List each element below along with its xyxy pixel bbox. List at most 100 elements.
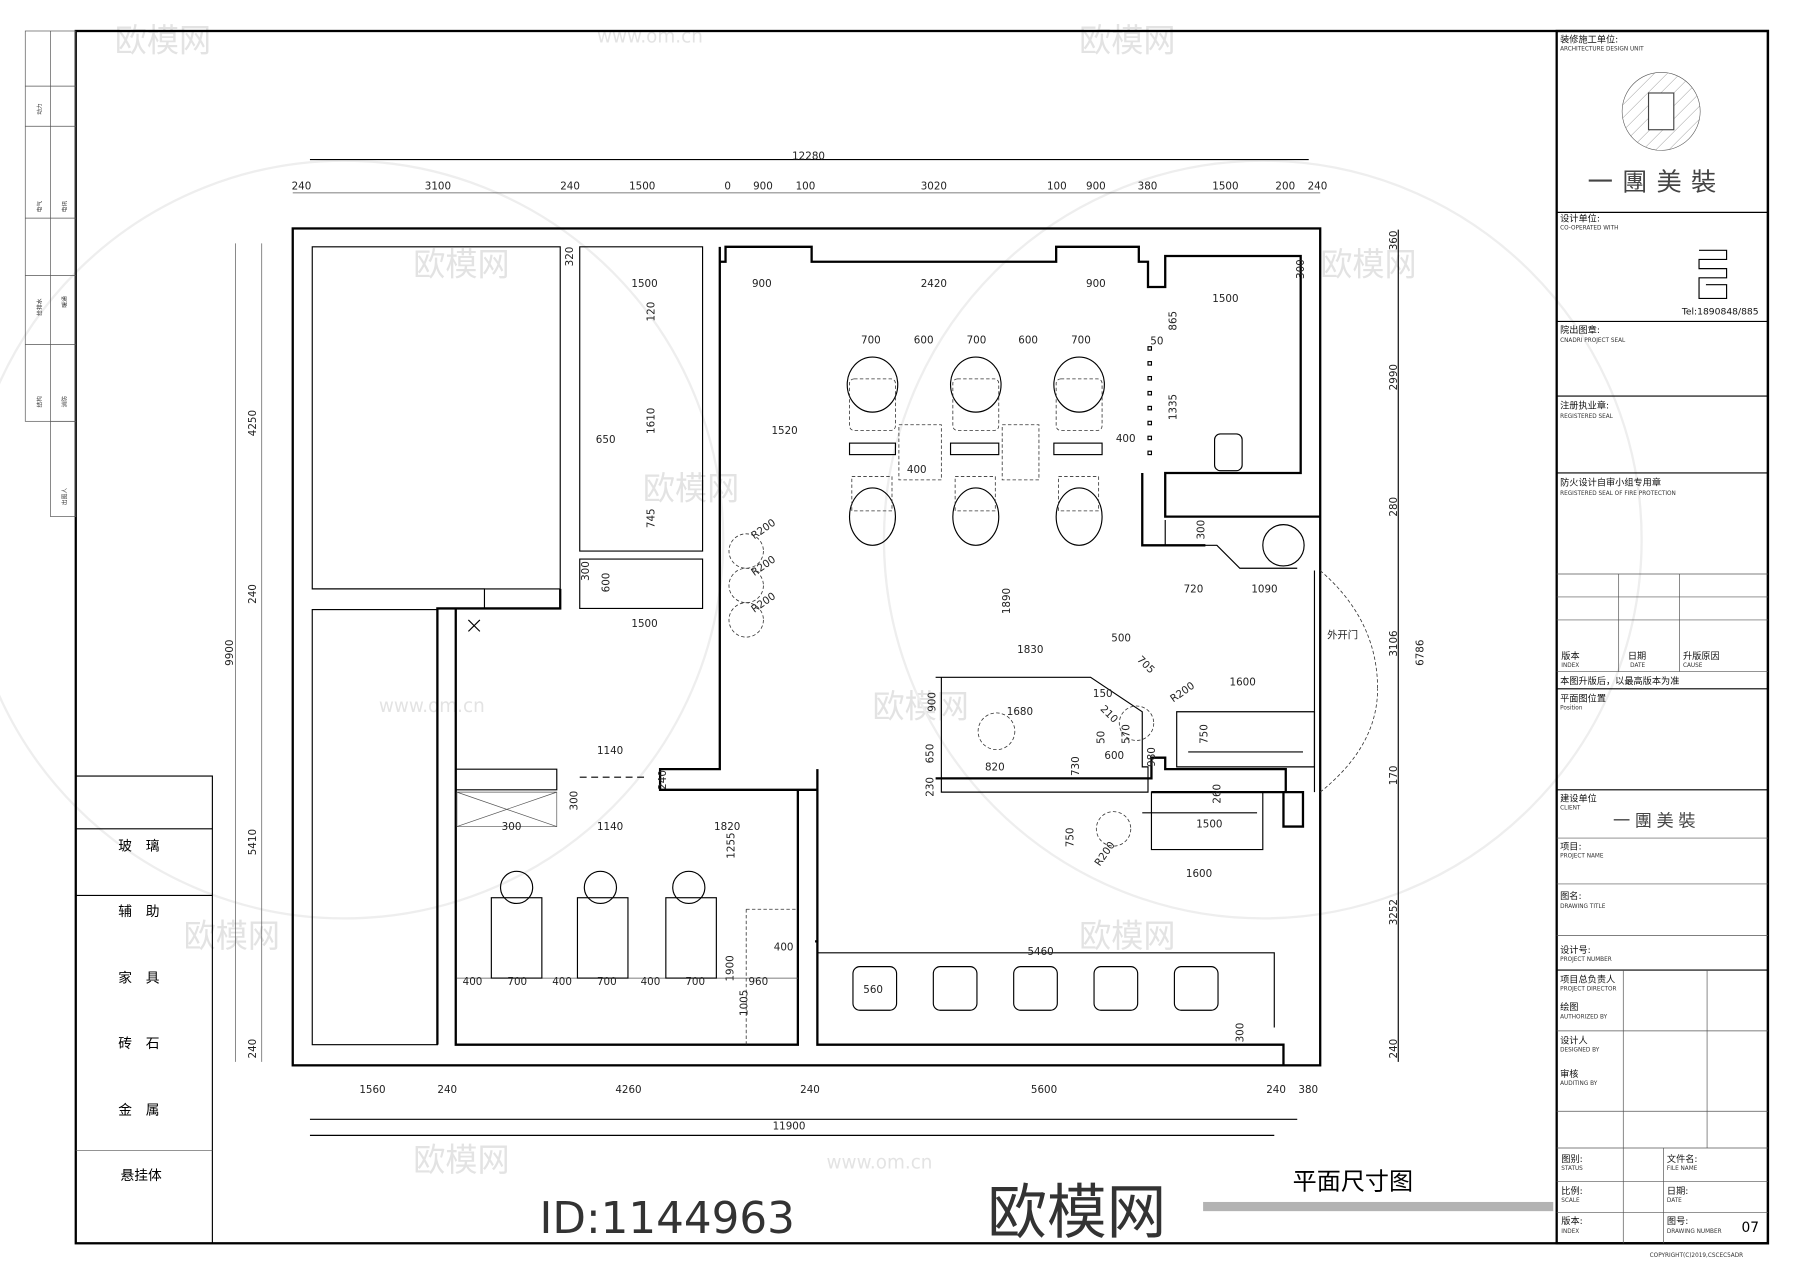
dim-label: 240 bbox=[800, 1084, 820, 1096]
watermark-large-brand: 欧模网 bbox=[987, 1179, 1166, 1248]
tb-project-no-en: PROJECT NUMBER bbox=[1560, 957, 1612, 963]
strip-label: 电气 bbox=[35, 201, 43, 213]
dim-label: 0 bbox=[724, 180, 731, 192]
legend-masonry: 砖 石 bbox=[118, 1036, 159, 1052]
dim-label: 200 bbox=[1275, 180, 1295, 192]
legend-suspended: 悬挂体 bbox=[121, 1168, 163, 1184]
watermark-brand: 欧模网 bbox=[872, 688, 968, 726]
dim-label: 320 bbox=[564, 247, 576, 267]
dim-label: 650 bbox=[924, 744, 936, 764]
dim-label: 700 bbox=[1071, 334, 1091, 346]
tb-file: 文件名: bbox=[1667, 1153, 1698, 1165]
dim-label: 3020 bbox=[921, 180, 947, 192]
dim-label: 1610 bbox=[645, 408, 657, 434]
legend-glass: 玻 璃 bbox=[118, 838, 160, 855]
company-logo-text: 一團美裝 bbox=[1588, 168, 1726, 197]
watermark-brand: 欧模网 bbox=[1079, 22, 1175, 60]
tb-client: 建设单位 bbox=[1560, 792, 1597, 804]
title-block: 装修施工单位: ARCHITECTURE DESIGN UNIT 一團美裝 设计… bbox=[1555, 29, 1770, 1259]
tb-position-en: Position bbox=[1560, 705, 1583, 711]
dim-label: 300 bbox=[568, 791, 580, 811]
dim-label: 9900 bbox=[224, 640, 236, 666]
dim-label: 240 bbox=[437, 1084, 457, 1096]
tb-rev-cause-en: CAUSE bbox=[1683, 663, 1703, 669]
client-logo-text: 一團美裝 bbox=[1613, 812, 1700, 832]
dim-label: 400 bbox=[1116, 433, 1136, 445]
dim-label: 6786 bbox=[1415, 640, 1427, 666]
dim-label: 11900 bbox=[773, 1121, 806, 1133]
tb-file-en: FILE NAME bbox=[1667, 1166, 1698, 1172]
dim-label: 400 bbox=[907, 464, 927, 476]
tb-project: 项目: bbox=[1560, 842, 1581, 853]
tb-drawing-en: DRAWING TITLE bbox=[1560, 904, 1606, 910]
dim-label: 865 bbox=[1168, 311, 1180, 331]
hatched-room bbox=[311, 609, 438, 1046]
watermark-site: www.om.cn bbox=[827, 1153, 933, 1174]
dim-label: 960 bbox=[748, 976, 768, 988]
strip-label: 给排水 bbox=[35, 298, 43, 315]
tb-auditor-en: AUDITING BY bbox=[1560, 1081, 1598, 1087]
watermark-brand: 欧模网 bbox=[413, 246, 509, 284]
tb-index: 版本: bbox=[1561, 1215, 1582, 1227]
dim-label: 1500 bbox=[1212, 180, 1238, 192]
watermark-brand: 欧模网 bbox=[1079, 917, 1175, 955]
dim-label: 1500 bbox=[1196, 819, 1222, 831]
tb-fire: 防火设计自审小组专用章 bbox=[1560, 477, 1661, 489]
dim-label: 820 bbox=[985, 761, 1005, 773]
dim-label: 600 bbox=[1018, 334, 1038, 346]
watermark-brand: 欧模网 bbox=[643, 469, 739, 507]
dim-label: 100 bbox=[796, 180, 816, 192]
dim-label: 240 bbox=[247, 1039, 259, 1059]
floor-plan bbox=[291, 227, 1379, 1067]
dim-label: 1500 bbox=[1212, 293, 1238, 305]
dim-label: R200 bbox=[749, 553, 778, 578]
dim-label: 600 bbox=[601, 573, 613, 593]
dim-label: 750 bbox=[1199, 724, 1211, 744]
watermark-layer: 欧模网 www.om.cn 欧模网 欧模网 欧模网 欧模网 欧模网 www.om… bbox=[0, 22, 1643, 1179]
dim-label: 900 bbox=[1086, 278, 1106, 290]
tb-seal-en: CNADRI PROJECT SEAL bbox=[1560, 338, 1626, 344]
dim-label: 1090 bbox=[1251, 583, 1277, 595]
dim-label: 5600 bbox=[1031, 1084, 1057, 1096]
tb-designer: 设计人 bbox=[1560, 1035, 1588, 1047]
dim-label: 900 bbox=[753, 180, 773, 192]
dim-label: 1900 bbox=[725, 955, 737, 981]
dim-label: 1820 bbox=[714, 821, 740, 833]
tb-date-en: DATE bbox=[1667, 1198, 1682, 1204]
tb-status-en: STATUS bbox=[1561, 1166, 1583, 1172]
dim-label: 300 bbox=[1295, 259, 1307, 279]
dim-label: 700 bbox=[685, 976, 705, 988]
dim-label: 700 bbox=[861, 334, 881, 346]
dim-label: 1560 bbox=[359, 1084, 385, 1096]
tb-auditor: 审核 bbox=[1560, 1068, 1578, 1080]
dim-label: 150 bbox=[1093, 688, 1113, 700]
dim-label: 1005 bbox=[738, 990, 750, 1016]
dim-label: 360 bbox=[1388, 231, 1400, 251]
title-underline-bar bbox=[1203, 1201, 1554, 1212]
tb-rev-date: 日期 bbox=[1628, 651, 1646, 662]
strip-label: 出图人 bbox=[61, 488, 69, 505]
watermark-id: ID:1144963 bbox=[540, 1194, 795, 1244]
dim-label: 240 bbox=[657, 770, 669, 790]
dim-label: 650 bbox=[596, 434, 616, 446]
tb-seal: 院出图章: bbox=[1560, 324, 1600, 336]
strip-label: 结构 bbox=[35, 396, 43, 408]
dim-label: 4250 bbox=[247, 410, 259, 436]
tb-design-unit-en: CO-OPERATED WITH bbox=[1560, 226, 1618, 232]
drawing-frame bbox=[74, 29, 1770, 1245]
dim-label: 400 bbox=[463, 976, 483, 988]
desk-chair bbox=[1214, 433, 1243, 472]
dim-label: 900 bbox=[927, 692, 939, 712]
design-unit-logo bbox=[1698, 249, 1728, 300]
dim-label: R200 bbox=[1168, 680, 1197, 705]
tb-copyright: COPYRIGHT(C)2019,CSCEC5ADR bbox=[1650, 1253, 1743, 1259]
dim-label: R200 bbox=[749, 590, 778, 615]
tb-position: 平面图位置 bbox=[1560, 692, 1606, 704]
drawing-title: 平面尺寸图 bbox=[1293, 1167, 1413, 1195]
wash-beds bbox=[490, 870, 717, 979]
strip-label: 电讯 bbox=[61, 201, 69, 213]
dim-label: 1830 bbox=[1017, 644, 1043, 656]
tb-fire-en: REGISTERED SEAL OF FIRE PROTECTION bbox=[1560, 491, 1676, 497]
tb-project-no: 设计号: bbox=[1560, 944, 1591, 956]
